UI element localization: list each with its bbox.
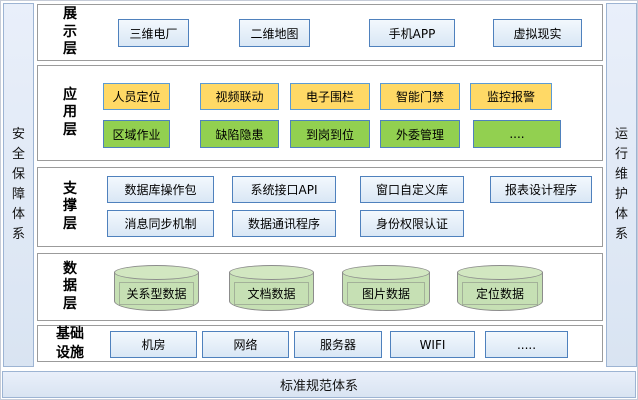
cylinder-relational-data: 关系型数据 <box>114 265 199 311</box>
box-db-operation-pack: 数据库操作包 <box>107 176 214 203</box>
layer-data: 数据层 关系型数据 文档数据 图片数据 定位数据 <box>37 253 603 321</box>
layer-application: 应用层 人员定位 视频联动 电子围栏 智能门禁 监控报警 区域作业 缺陷隐患 到… <box>37 65 603 161</box>
box-message-sync: 消息同步机制 <box>107 210 214 237</box>
box-monitoring-alarm: 监控报警 <box>470 83 552 110</box>
box-window-custom-library: 窗口自定义库 <box>360 176 464 203</box>
cylinder-location-data: 定位数据 <box>457 265 543 311</box>
box-area-work: 区域作业 <box>103 120 170 148</box>
box-server-room: 机房 <box>110 331 197 358</box>
box-virtual-reality: 虚拟现实 <box>493 19 582 47</box>
cylinder-top <box>229 265 314 280</box>
box-more-infrastructure: ..... <box>485 331 568 358</box>
cylinder-top <box>342 265 430 280</box>
box-video-linkage: 视频联动 <box>200 83 279 110</box>
box-server: 服务器 <box>294 331 382 358</box>
right-pillar-label: 运行维护体系 <box>614 126 628 243</box>
cylinder-label: 关系型数据 <box>119 282 194 305</box>
box-network: 网络 <box>202 331 289 358</box>
cylinder-top <box>457 265 543 280</box>
cylinder-image-data: 图片数据 <box>342 265 430 311</box>
box-report-designer: 报表设计程序 <box>490 176 592 203</box>
layer-application-title: 应用层 <box>62 86 77 138</box>
box-2d-map: 二维地图 <box>239 19 310 47</box>
layer-presentation: 展示层 三维电厂 二维地图 手机APP 虚拟现实 <box>37 4 603 61</box>
bottom-bar-label: 标准规范体系 <box>279 379 358 394</box>
cylinder-label: 定位数据 <box>462 282 538 305</box>
box-outsourcing-management: 外委管理 <box>380 120 460 148</box>
cylinder-document-data: 文档数据 <box>229 265 314 311</box>
box-identity-auth: 身份权限认证 <box>360 210 464 237</box>
box-data-communication: 数据通讯程序 <box>232 210 336 237</box>
cylinder-top <box>114 265 199 280</box>
box-mobile-app: 手机APP <box>369 19 455 47</box>
box-defect-hazard: 缺陷隐患 <box>200 120 279 148</box>
layer-infrastructure-title: 基础设施 <box>55 326 84 361</box>
layer-support-title: 支撑层 <box>62 180 77 232</box>
layer-infrastructure: 基础设施 机房 网络 服务器 WIFI ..... <box>37 325 603 362</box>
layer-presentation-title: 展示层 <box>62 6 77 58</box>
box-3d-plant: 三维电厂 <box>118 19 189 47</box>
left-pillar-security-system: 安全保障体系 <box>3 3 34 367</box>
bottom-bar-standard-system: 标准规范体系 <box>2 371 636 398</box>
right-pillar-operation-maintenance: 运行维护体系 <box>606 3 637 367</box>
box-electronic-fence: 电子围栏 <box>290 83 370 110</box>
box-personnel-positioning: 人员定位 <box>103 83 170 110</box>
cylinder-label: 文档数据 <box>234 282 309 305</box>
layer-support: 支撑层 数据库操作包 系统接口API 窗口自定义库 报表设计程序 消息同步机制 … <box>37 167 603 247</box>
layer-data-title: 数据层 <box>62 260 77 312</box>
box-more-applications: .... <box>473 120 561 148</box>
box-on-duty-in-place: 到岗到位 <box>290 120 370 148</box>
left-pillar-label: 安全保障体系 <box>11 126 25 243</box>
box-system-api: 系统接口API <box>232 176 336 203</box>
box-wifi: WIFI <box>390 331 475 358</box>
cylinder-label: 图片数据 <box>347 282 425 305</box>
box-smart-access-control: 智能门禁 <box>380 83 460 110</box>
